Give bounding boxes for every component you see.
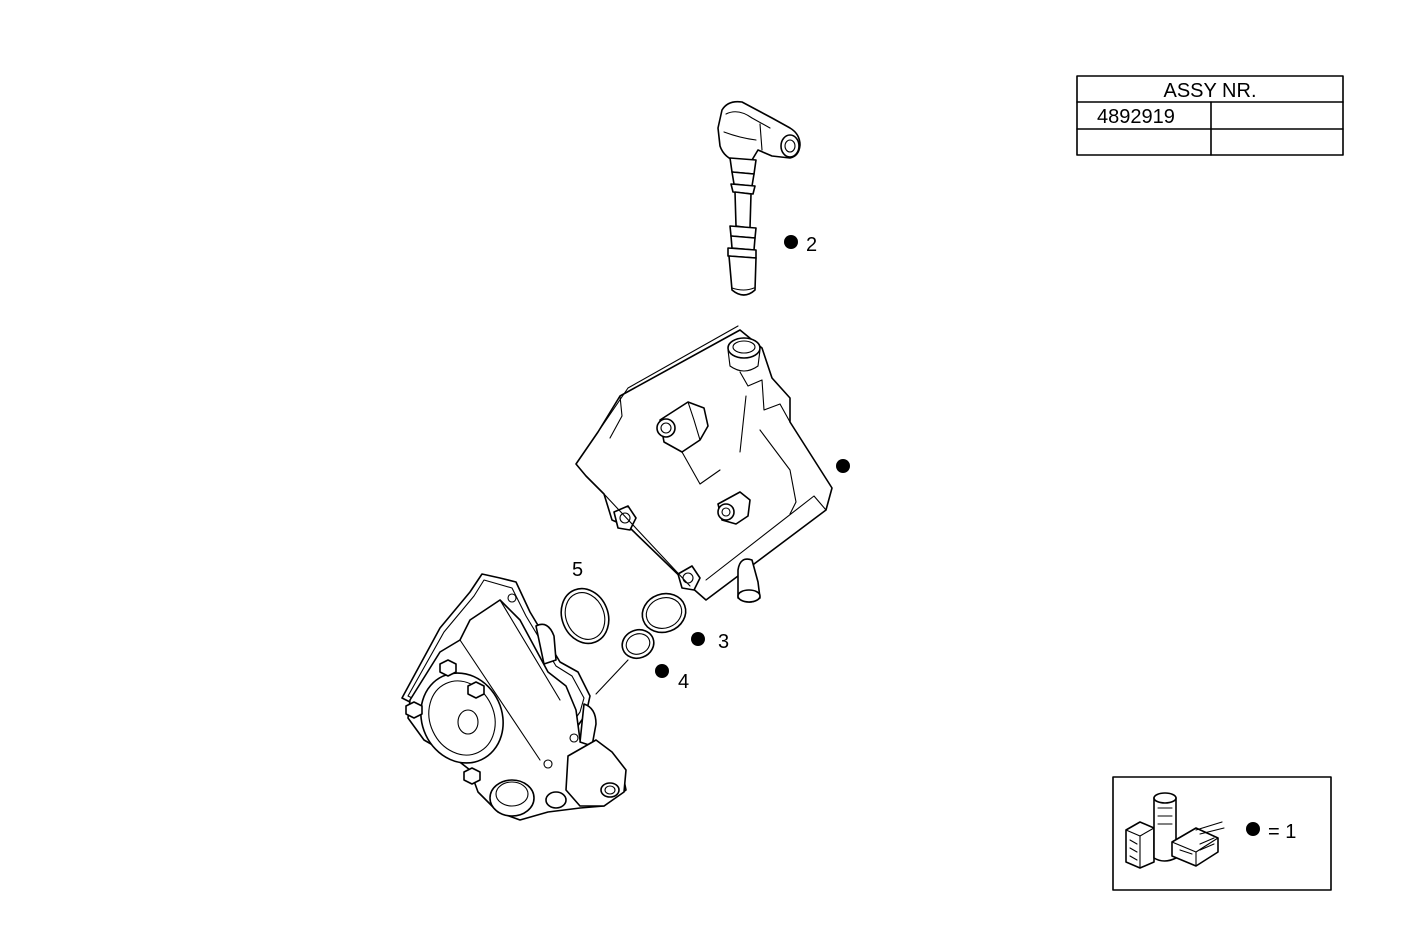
- legend-text: = 1: [1268, 821, 1296, 843]
- assy-table-cell: 4892919: [1097, 106, 1175, 128]
- callout-dot: [655, 664, 669, 678]
- assy-table-header: ASSY NR.: [1164, 80, 1257, 102]
- legend-dot: [1246, 822, 1260, 836]
- leader-line: [595, 659, 629, 695]
- kit-boxes-icon: [1125, 792, 1225, 869]
- seal-ring-small: [621, 628, 655, 660]
- ignition-coil-drawing: [717, 100, 801, 296]
- legend-box: = 1: [1112, 776, 1332, 891]
- assy-table: ASSY NR. 4892919: [1076, 75, 1344, 156]
- callout-dot: [784, 235, 798, 249]
- housing-drawing: [575, 325, 833, 603]
- callout-label-seal-large: 3: [718, 631, 729, 653]
- seal-ring-large: [641, 592, 687, 634]
- callout-label-gasket: 5: [572, 559, 583, 581]
- gasket-ring: [560, 587, 610, 645]
- callout-dot: [691, 632, 705, 646]
- base-housing-drawing: [401, 573, 627, 821]
- callout-dot: [836, 459, 850, 473]
- callout-label-ignition-coil: 2: [806, 234, 817, 256]
- callout-label-seal-small: 4: [678, 671, 689, 693]
